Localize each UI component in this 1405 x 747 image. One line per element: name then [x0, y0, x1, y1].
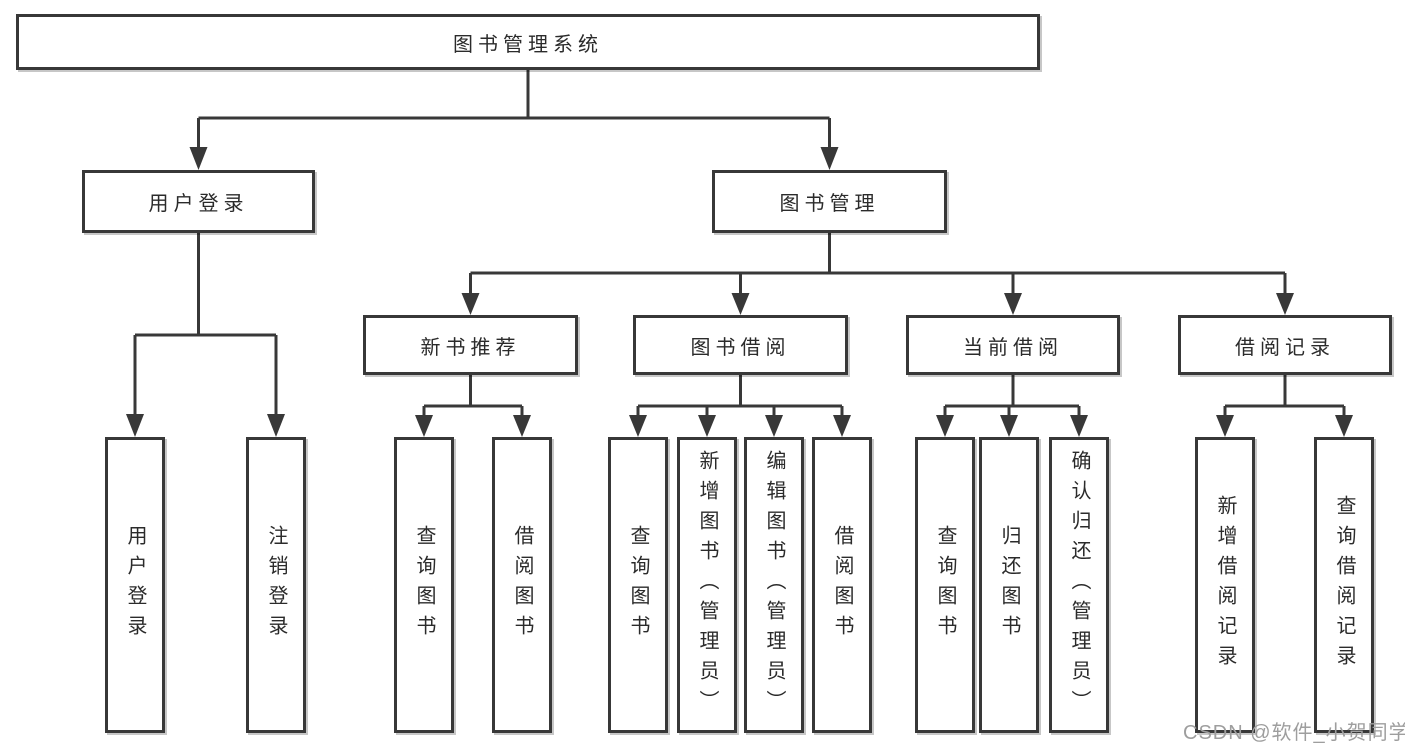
node-label: 注销登录 [265, 525, 287, 645]
node-label: 用户登录 [148, 193, 249, 215]
node-leaf-add-borrow-record: 新增借阅记录 [1195, 437, 1255, 733]
node-label: 用户登录 [124, 525, 146, 645]
node-leaf-edit-books-admin: 编辑图书（管理员） [744, 437, 804, 733]
node-label: 新增图书（管理员） [696, 450, 718, 720]
node-leaf-query-books-2: 查询图书 [608, 437, 668, 733]
node-leaf-borrow-books-1: 借阅图书 [492, 437, 552, 733]
connector-new-book-recommend-to-children [415, 375, 531, 437]
node-label: 图书管理 [779, 193, 880, 215]
node-label: 查询图书 [934, 525, 956, 645]
connector-borrowing-records-to-children [1216, 375, 1353, 437]
connector-root-to-level2 [189, 70, 839, 170]
connector-book-borrowing-to-children [629, 375, 851, 437]
node-current-borrowing: 当前借阅 [906, 315, 1120, 375]
node-leaf-borrow-books-2: 借阅图书 [812, 437, 872, 733]
node-book-borrowing: 图书借阅 [633, 315, 848, 375]
connector-book-management-to-level3 [461, 233, 1294, 315]
node-label: 借阅记录 [1235, 336, 1335, 359]
node-new-book-recommend: 新书推荐 [363, 315, 578, 375]
node-leaf-return-books: 归还图书 [979, 437, 1039, 733]
node-label: 新增借阅记录 [1214, 495, 1236, 675]
node-book-management: 图书管理 [712, 170, 947, 233]
node-leaf-query-books-3: 查询图书 [915, 437, 975, 733]
node-label: 图书借阅 [690, 336, 791, 359]
node-label: 确认归还（管理员） [1068, 450, 1090, 720]
node-leaf-query-borrow-record: 查询借阅记录 [1314, 437, 1374, 733]
node-label: 查询图书 [413, 525, 435, 645]
node-user-login: 用户登录 [82, 170, 315, 233]
node-label: 新书推荐 [420, 336, 521, 359]
node-leaf-query-books-1: 查询图书 [394, 437, 454, 733]
node-leaf-logout-login: 注销登录 [246, 437, 306, 733]
connector-current-borrowing-to-children [936, 375, 1088, 437]
node-leaf-confirm-return-admin: 确认归还（管理员） [1049, 437, 1109, 733]
node-label: 借阅图书 [831, 525, 853, 645]
node-label: 当前借阅 [963, 336, 1063, 359]
node-borrowing-records: 借阅记录 [1178, 315, 1392, 375]
node-label: 归还图书 [998, 525, 1020, 645]
watermark: CSDN @软件_小贺同学 [1183, 722, 1405, 744]
node-label: 查询借阅记录 [1333, 495, 1355, 675]
node-leaf-add-books-admin: 新增图书（管理员） [677, 437, 737, 733]
node-leaf-user-login: 用户登录 [105, 437, 165, 733]
node-label: 查询图书 [627, 525, 649, 645]
node-label: 编辑图书（管理员） [763, 450, 785, 720]
node-label: 图书管理系统 [453, 33, 603, 56]
node-label: 借阅图书 [511, 525, 533, 645]
node-root: 图书管理系统 [16, 14, 1040, 70]
connector-user-login-to-children [126, 233, 285, 437]
